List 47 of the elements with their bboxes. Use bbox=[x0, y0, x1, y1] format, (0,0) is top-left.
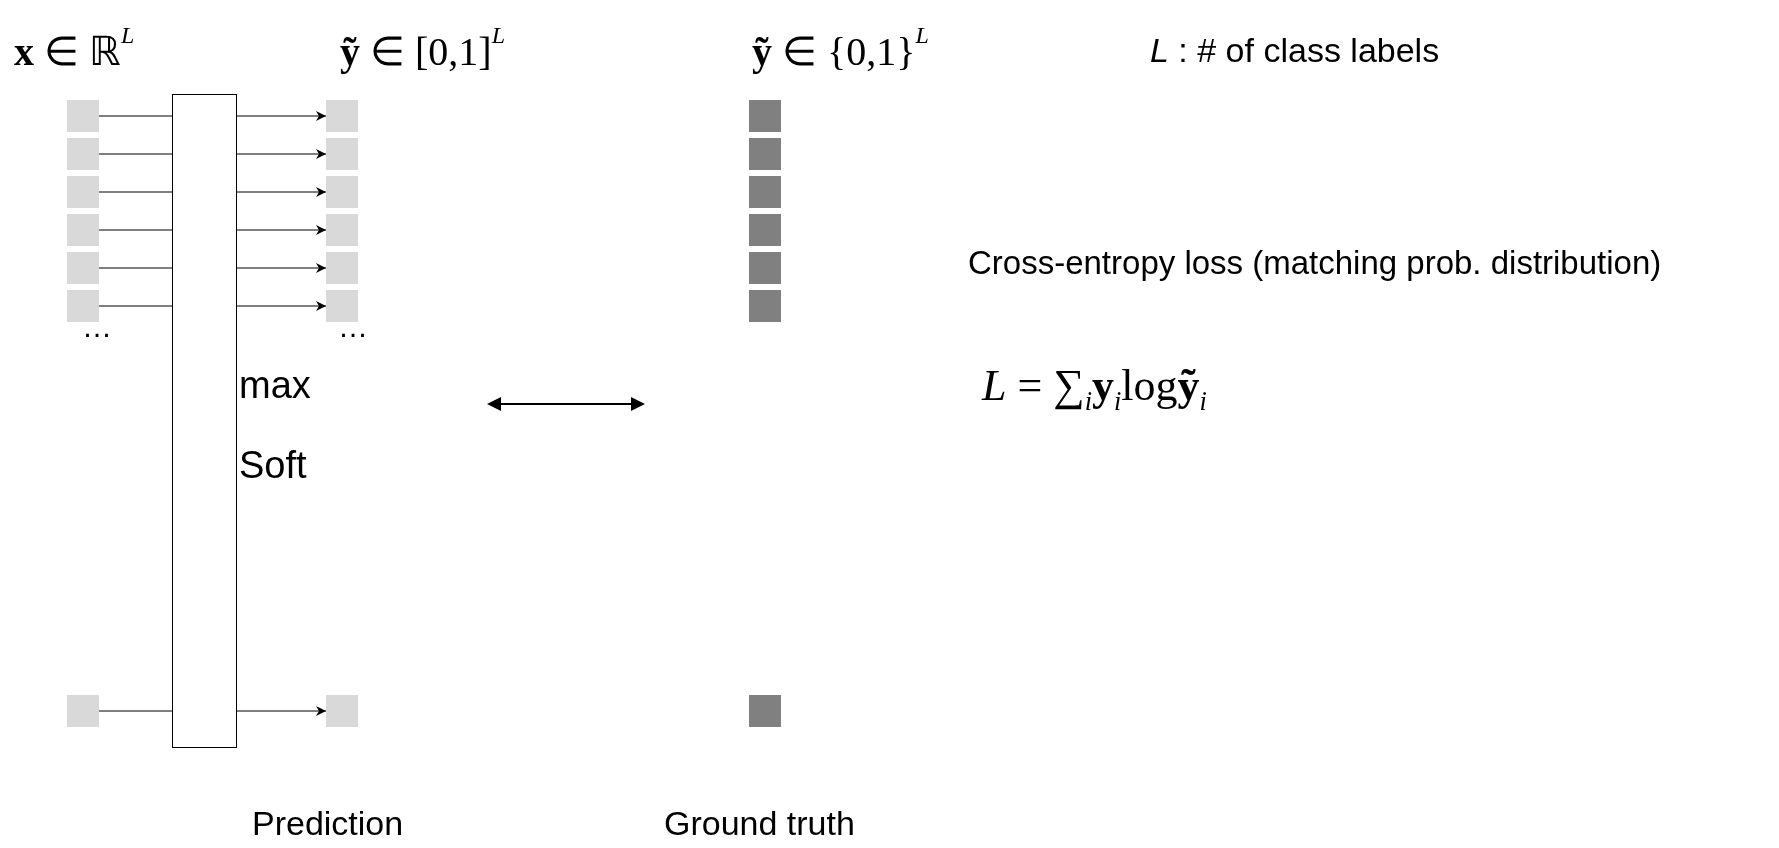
output-cell bbox=[326, 695, 358, 727]
connector-line bbox=[98, 191, 173, 193]
output-cell bbox=[326, 176, 358, 208]
input-cell bbox=[67, 252, 99, 284]
label-text: ỹ ∈ [0,1]$^{L}$ bbox=[340, 22, 505, 74]
connector-line bbox=[98, 305, 173, 307]
input-cell bbox=[67, 100, 99, 132]
connector-line bbox=[98, 710, 173, 712]
block-label: Soft bbox=[239, 446, 307, 484]
ground-truth-cell bbox=[749, 252, 781, 284]
arrow bbox=[236, 187, 327, 197]
ground-truth-cell bbox=[749, 290, 781, 322]
input-cell bbox=[67, 290, 99, 322]
arrow bbox=[236, 263, 327, 273]
block-label: max bbox=[239, 366, 311, 404]
ground-truth-cell bbox=[749, 138, 781, 170]
output-cell bbox=[326, 100, 358, 132]
arrow bbox=[236, 111, 327, 121]
output-cell bbox=[326, 252, 358, 284]
label-text: x ∈ ℝ$^{L}$ bbox=[14, 22, 135, 74]
arrow bbox=[236, 706, 327, 716]
arrow bbox=[236, 149, 327, 159]
label-text: L = ∑$_{i}$y$_{i}$logỹ$_{i}$ bbox=[982, 362, 1207, 416]
input-cell bbox=[67, 214, 99, 246]
input-cell bbox=[67, 176, 99, 208]
connector-line bbox=[98, 229, 173, 231]
label-text: … bbox=[82, 310, 112, 343]
output-cell bbox=[326, 290, 358, 322]
ground-truth-cell bbox=[749, 100, 781, 132]
label-text: ỹ ∈ {0,1}$^{L}$ bbox=[752, 22, 929, 74]
output-cell bbox=[326, 214, 358, 246]
label-text: Cross-entropy loss (matching prob. distribution) bbox=[968, 245, 1662, 282]
ground-truth-cell bbox=[749, 695, 781, 727]
arrow bbox=[236, 301, 327, 311]
output-cell bbox=[326, 138, 358, 170]
label-text: L : # of class labels bbox=[1150, 32, 1440, 70]
label-text: Prediction bbox=[252, 805, 404, 843]
input-cell bbox=[67, 695, 99, 727]
ground-truth-cell bbox=[749, 214, 781, 246]
label-text: Ground truth bbox=[664, 805, 855, 843]
connector-line bbox=[98, 115, 173, 117]
connector-line bbox=[98, 153, 173, 155]
input-cell bbox=[67, 138, 99, 170]
arrow bbox=[236, 225, 327, 235]
label-text: … bbox=[338, 310, 368, 343]
connector-line bbox=[98, 267, 173, 269]
ground-truth-cell bbox=[749, 176, 781, 208]
